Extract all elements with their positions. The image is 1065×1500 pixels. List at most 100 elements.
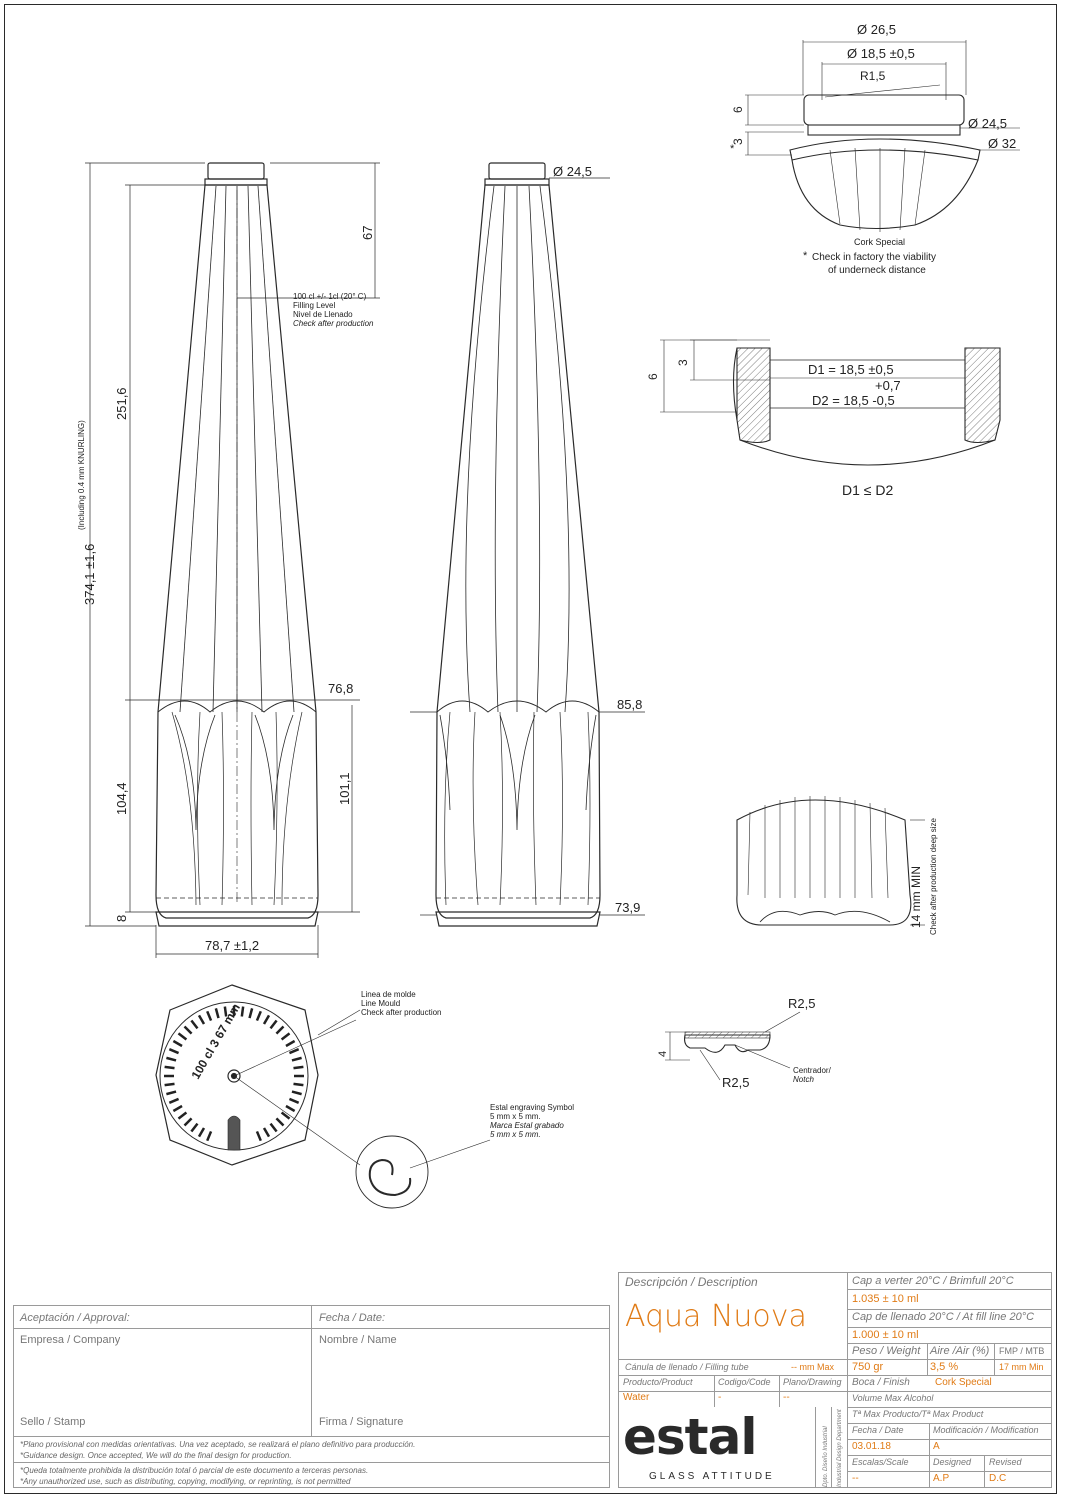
finish-title: Cork Special <box>854 237 905 247</box>
base-min: 14 mm MIN <box>909 866 923 928</box>
notch-label-1: Centrador/ <box>793 1066 832 1075</box>
air-value: 3,5 % <box>930 1361 959 1373</box>
designed-value: A.P <box>933 1473 950 1484</box>
knurl-tick <box>172 1104 183 1113</box>
estal-tagline: GLASS ATTITUDE <box>649 1471 775 1482</box>
canula-value: -- mm Max <box>791 1362 834 1372</box>
finish-note-1: Check in factory the viability <box>812 252 936 263</box>
product-value: Water <box>623 1392 650 1403</box>
approval-note-4: *Any unauthorized use, such as distribut… <box>20 1477 351 1486</box>
section-h6: 6 <box>646 373 660 380</box>
dim-neck: 67 <box>360 226 375 240</box>
knurl-tick <box>166 1090 177 1096</box>
knurl-tick <box>197 1127 206 1138</box>
approval-note-1: *Plano provisional con medidas orientati… <box>20 1440 416 1449</box>
finish-note-2: of underneck distance <box>828 265 926 276</box>
notch-h: 4 <box>657 1051 669 1057</box>
finish-d3: Ø 24,5 <box>968 116 1007 131</box>
side-dimensions <box>410 177 645 916</box>
section-h3: 3 <box>676 359 690 366</box>
approval-company: Empresa / Company <box>20 1334 121 1346</box>
approval-date-label: Fecha / Date: <box>319 1312 386 1324</box>
bottom-mould-1: Linea de molde <box>361 990 416 999</box>
bottom-view <box>155 984 491 1209</box>
knurl-tick <box>288 1048 300 1055</box>
finish-h2: 3 <box>731 138 745 145</box>
knurl-tick <box>223 1006 228 1017</box>
knurl-tick <box>164 1082 175 1087</box>
knurl-tick <box>248 1008 254 1019</box>
knurl-tick <box>177 1032 188 1041</box>
fecha-value: 03.01.18 <box>852 1441 891 1452</box>
weight-label: Peso / Weight <box>852 1345 921 1357</box>
brim-value: 1.035 ± 10 ml <box>852 1293 919 1305</box>
finish-detail <box>745 40 1020 232</box>
notch-label-2: Notch <box>793 1075 814 1084</box>
bottom-knurling <box>164 1006 304 1142</box>
notch-r-top: R2,5 <box>788 996 815 1011</box>
designed-label: Designed <box>933 1457 972 1467</box>
boca-label: Boca / Finish <box>852 1377 910 1388</box>
knurl-tick <box>190 1019 199 1030</box>
finish-d2: Ø 18,5 ±0,5 <box>847 46 915 61</box>
knurl-tick <box>164 1065 175 1070</box>
finish-r: R1,5 <box>860 69 886 83</box>
knurl-tick <box>168 1048 180 1055</box>
dept-label-2: Industrial Design Department <box>837 1409 843 1487</box>
bottom-eng-3: Marca Estal grabado <box>490 1121 564 1130</box>
product-label: Producto/Product <box>623 1377 693 1387</box>
fmp-label: FMP / MTB <box>999 1346 1045 1356</box>
knurl-tick <box>293 1065 304 1070</box>
section-tol-plus: +0,7 <box>875 378 901 393</box>
knurl-tick <box>190 1122 199 1133</box>
knurl-tick <box>255 1130 262 1142</box>
mod-label: Modificación / Modification <box>933 1425 1039 1435</box>
dim-fill-line-1: 100 cl +/- 1cl (20° C) <box>293 292 367 301</box>
knurl-tick <box>285 1039 296 1048</box>
bottom-eng-4: 5 mm x 5 mm. <box>490 1130 541 1139</box>
approval-stamp: Sello / Stamp <box>20 1416 86 1428</box>
dim-total-height: 374,1 ±1,6 <box>82 544 97 605</box>
mod-value: A <box>933 1441 940 1452</box>
knurl-tick <box>166 1056 177 1062</box>
estal-logo: estal <box>623 1408 757 1466</box>
knurl-tick <box>240 1006 245 1017</box>
weight-value: 750 gr <box>852 1361 884 1373</box>
approval-name: Nombre / Name <box>319 1334 397 1346</box>
knurl-tick <box>206 1010 213 1022</box>
knurl-tick <box>269 1122 278 1133</box>
dim-side-dia: 85,8 <box>617 697 642 712</box>
plano-label: Plano/Drawing <box>783 1377 842 1387</box>
escala-label: Escalas/Scale <box>852 1457 909 1467</box>
base-note: Check after production deep size <box>929 817 938 935</box>
dim-fill-line-2: Filling Level <box>293 301 335 310</box>
finish-h1: 6 <box>731 106 745 113</box>
knurl-tick <box>214 1008 220 1019</box>
air-label: Aire /Air (%) <box>930 1345 990 1357</box>
knurl-tick <box>177 1111 188 1120</box>
vol-label: Volume Max Alcohol <box>852 1393 934 1403</box>
knurl-tick <box>269 1019 278 1030</box>
section-rule: D1 ≤ D2 <box>842 482 893 498</box>
dim-lower: 104,4 <box>114 782 129 815</box>
knurl-tick <box>172 1039 183 1048</box>
boca-value: Cork Special <box>935 1377 992 1388</box>
knurl-tick <box>280 1111 291 1120</box>
knurl-tick <box>280 1032 291 1041</box>
bottle-side-view <box>435 162 601 927</box>
product-name: Aqua Nuova <box>625 1299 807 1334</box>
info-block: Descripción / Description Aqua Nuova Cap… <box>618 1272 1052 1488</box>
knurl-tick <box>262 1014 271 1025</box>
finish-section <box>660 339 1001 466</box>
dim-fill-line-3: Nivel de Llenado <box>293 310 353 319</box>
dim-side-bottom-dia: 73,9 <box>615 900 640 915</box>
desc-label: Descripción / Description <box>625 1275 758 1289</box>
code-label: Codigo/Code <box>718 1377 771 1387</box>
code-value: - <box>718 1392 722 1403</box>
dim-right-height: 101,1 <box>337 772 352 805</box>
brim-label: Cap a verter 20°C / Brimfull 20°C <box>852 1275 1014 1287</box>
approval-note-2: *Guidance design. Once accepted, We will… <box>20 1451 292 1460</box>
revised-label: Revised <box>989 1457 1022 1467</box>
fill-label: Cap de llenado 20°C / At fill line 20°C <box>852 1311 1035 1323</box>
bottom-eng-2: 5 mm x 5 mm. <box>490 1112 541 1121</box>
